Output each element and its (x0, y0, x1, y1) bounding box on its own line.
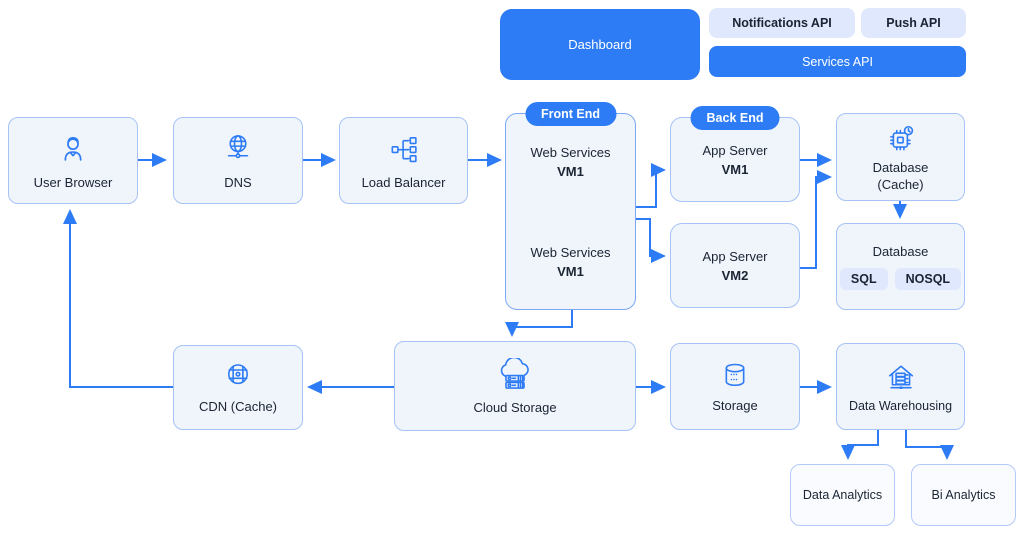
node-label: Bi Analytics (931, 488, 996, 502)
node-app-server-vm1: Back End App Server VM1 (670, 106, 800, 202)
node-data-warehousing: Data Warehousing (836, 343, 965, 430)
node-dns: DNS (173, 117, 303, 204)
services-api-label: Services API (802, 54, 873, 69)
services-api-box: Services API (709, 46, 966, 77)
node-label: Load Balancer (361, 174, 446, 190)
nosql-tag: NOSQL (894, 267, 962, 290)
front-end-badge: Front End (524, 102, 617, 126)
chip-clock-icon (883, 122, 919, 156)
node-label: Storage (712, 398, 758, 413)
node-label: Web Services (530, 245, 611, 260)
node-label: DNS (224, 174, 252, 190)
dashboard-box: Dashboard (500, 9, 700, 80)
cloud-servers-icon (493, 358, 537, 396)
node-web-services-vm1-bottom: Web Services VM1 (506, 245, 635, 279)
node-label: Data Analytics (802, 488, 883, 502)
node-cloud-storage: Cloud Storage (394, 341, 636, 431)
node-cdn-cache: CDN (Cache) (173, 345, 303, 430)
vm-label: VM1 (721, 161, 749, 177)
notifications-api-label: Notifications API (732, 16, 832, 30)
node-label: Database (872, 160, 929, 175)
node-database-sql: Database SQL NOSQL (836, 223, 965, 310)
node-label: Cloud Storage (473, 399, 557, 415)
node-web-services-vm1-top: Web Services VM1 (506, 145, 635, 179)
front-end-group: Front End Web Services VM1 Web Services … (505, 102, 636, 310)
sql-tag: SQL (839, 267, 888, 290)
node-sublabel: (Cache) (877, 177, 924, 192)
vm-label: VM1 (557, 164, 584, 179)
node-data-analytics: Data Analytics (790, 464, 895, 526)
warehouse-icon (882, 360, 920, 389)
node-label: App Server (702, 142, 768, 158)
node-database-cache: Database (Cache) (836, 113, 965, 201)
node-load-balancer: Load Balancer (339, 117, 468, 204)
node-label: CDN (Cache) (198, 399, 277, 414)
push-api-label: Push API (886, 16, 941, 30)
globe-dns-icon (219, 132, 257, 168)
node-bi-analytics: Bi Analytics (911, 464, 1016, 526)
node-label: Database (872, 243, 929, 259)
dashboard-label: Dashboard (568, 37, 632, 52)
node-label: User Browser (33, 174, 113, 190)
database-tags: SQL NOSQL (839, 267, 962, 290)
node-label: App Server (702, 248, 768, 264)
database-cylinder-icon (717, 360, 753, 394)
node-app-server-vm2: App Server VM2 (670, 223, 800, 308)
network-globe-icon (220, 361, 256, 395)
node-label: Data Warehousing (848, 399, 953, 413)
vm-label: VM2 (721, 267, 749, 283)
person-icon (55, 132, 91, 168)
node-label: Web Services (530, 145, 611, 160)
push-api-box: Push API (861, 8, 966, 38)
node-storage: Storage (670, 343, 800, 430)
back-end-badge: Back End (690, 106, 780, 130)
notifications-api-box: Notifications API (709, 8, 855, 38)
vm-label: VM1 (557, 264, 584, 279)
load-balancer-icon (385, 132, 423, 168)
node-user-browser: User Browser (8, 117, 138, 204)
